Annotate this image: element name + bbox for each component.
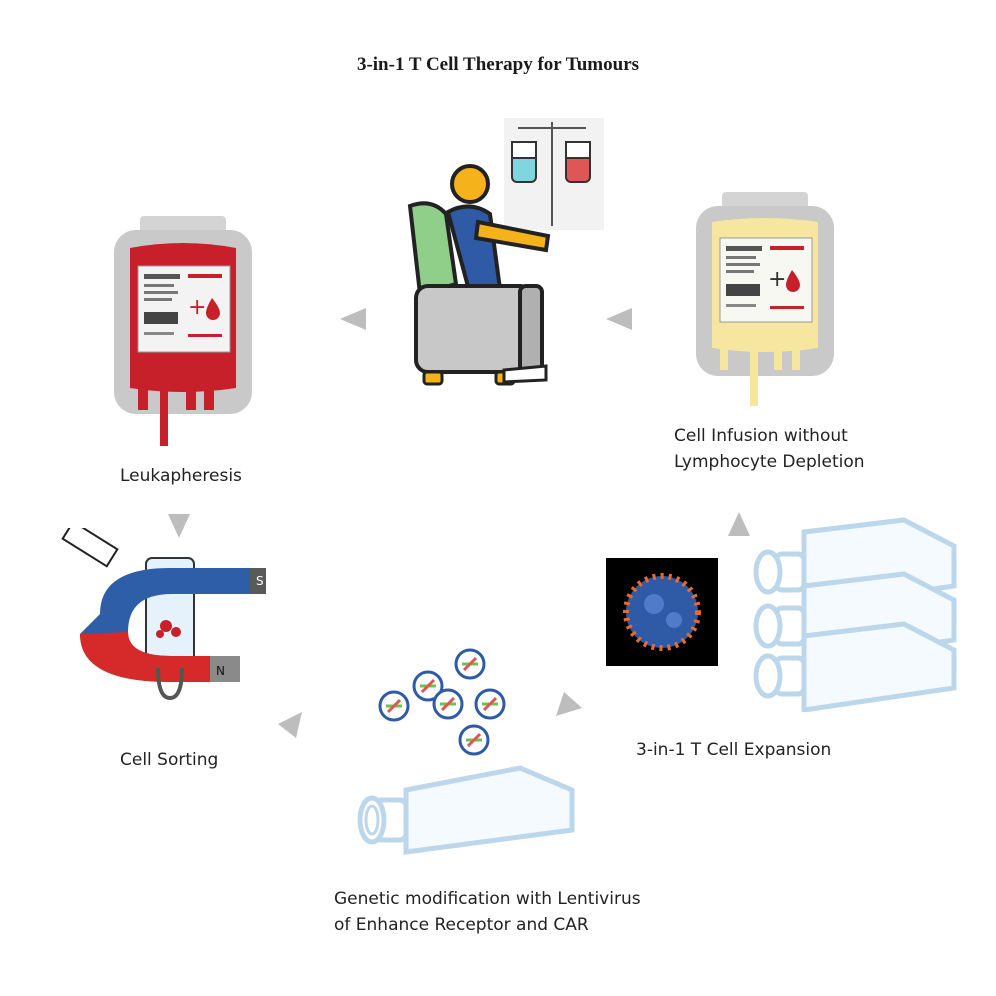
lentivirus-flask-icon (357, 648, 575, 855)
svg-text:N: N (216, 664, 225, 678)
arrow-modification-to-sorting-icon (278, 712, 302, 738)
genetic-modification-label-line-2: of Enhance Receptor and CAR (334, 915, 589, 935)
diagram-title: 3-in-1 T Cell Therapy for Tumours (356, 54, 640, 75)
patient-infusion-chair-icon (407, 118, 604, 386)
expansion-label: 3-in-1 T Cell Expansion (636, 737, 831, 763)
cell-sorting-label: Cell Sorting (120, 747, 218, 773)
infusion-label-line-1: Cell Infusion without (674, 426, 848, 446)
arrow-infusion-to-patient-icon (606, 308, 632, 330)
svg-text:S: S (256, 574, 264, 588)
svg-text:+: + (768, 267, 786, 292)
leukapheresis-label: Leukapheresis (120, 463, 242, 489)
infusion-label: Cell Infusion without Lymphocyte Depleti… (674, 423, 865, 475)
cell-sorting-label-line: Cell Sorting (120, 750, 219, 770)
arrow-expansion-to-infusion-icon (728, 512, 750, 536)
expansion-label-line: 3-in-1 T Cell Expansion (636, 740, 832, 760)
leukapheresis-label-line: Leukapheresis (120, 466, 242, 486)
arrow-expansion-to-modification-icon (556, 692, 582, 716)
genetic-modification-label-line-1: Genetic modification with Lentivirus (334, 889, 641, 909)
stacked-flasks-virus-icon (606, 517, 957, 712)
blood-bag-yellow-icon: + (696, 192, 834, 406)
arrow-patient-to-leukapheresis-icon (340, 308, 366, 330)
infusion-label-line-2: Lymphocyte Depletion (674, 452, 865, 472)
genetic-modification-label: Genetic modification with Lentivirus of … (334, 886, 641, 938)
blood-bag-red-icon: + (114, 216, 252, 446)
svg-text:+: + (188, 295, 206, 320)
magnet-cell-sorting-icon: N S (61, 528, 266, 701)
arrow-leukapheresis-to-sorting-icon (168, 514, 190, 538)
